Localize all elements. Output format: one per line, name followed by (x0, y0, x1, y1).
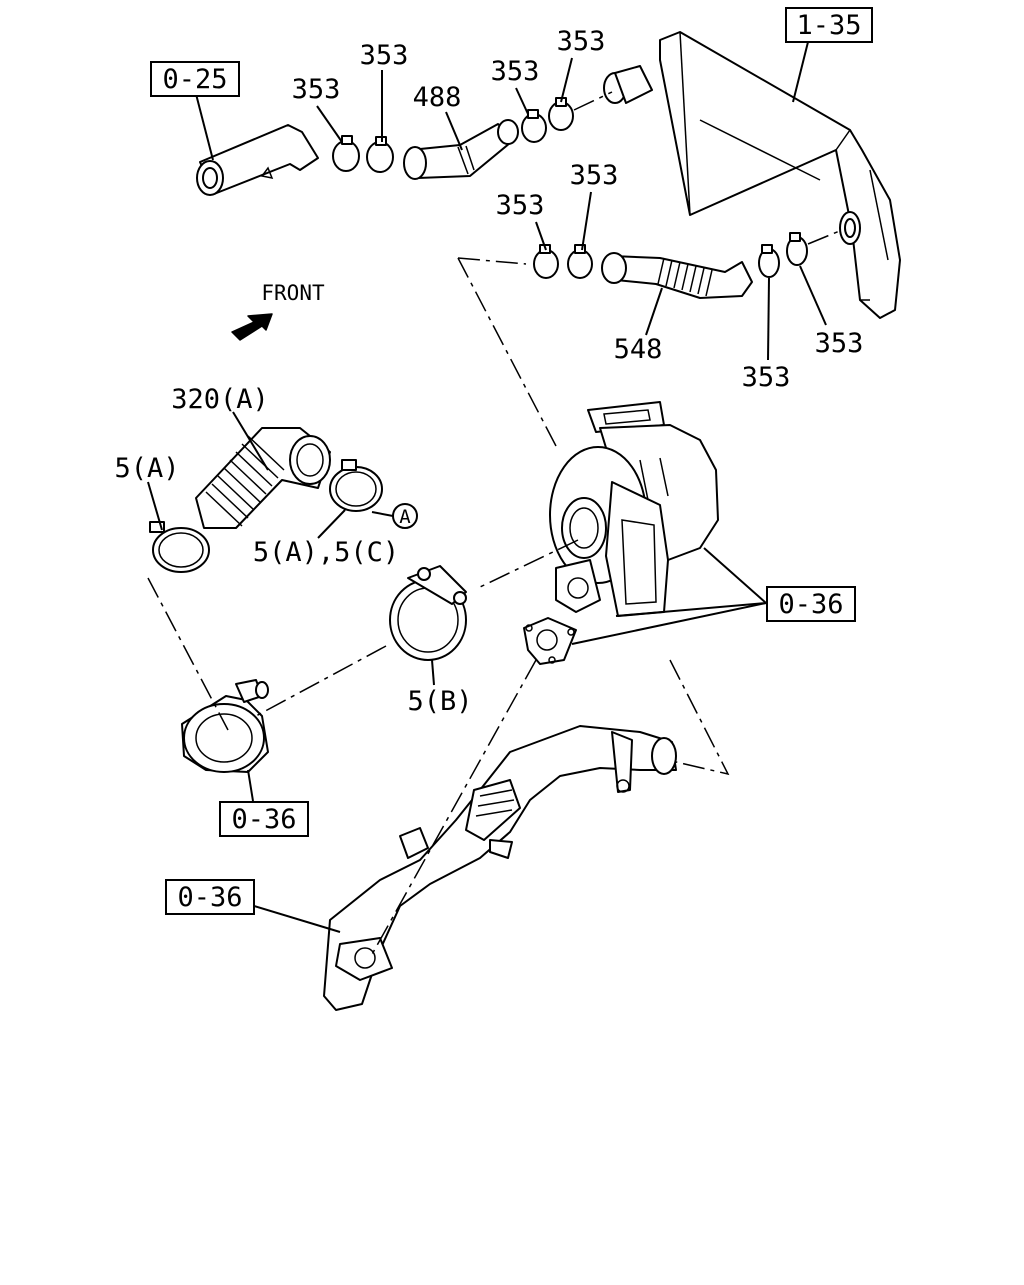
marker-a-label: A (399, 506, 411, 528)
clamp-353-3 (521, 109, 547, 143)
clamp-353-7 (758, 244, 780, 278)
elbow-0-36 (181, 679, 269, 773)
clamp-353-6 (567, 244, 593, 279)
turbocharger (549, 401, 719, 617)
clamp-353-1 (332, 135, 360, 172)
ref-box-1-35[interactable]: 1-35 (785, 7, 873, 43)
leader-lines (147, 41, 827, 933)
callout-353-g: 353 (742, 362, 791, 393)
callout-353-h: 353 (815, 328, 864, 359)
intercooler (603, 31, 901, 319)
callout-353-d: 353 (557, 26, 606, 57)
clamp-353-4 (548, 97, 574, 131)
callout-320a: 320(A) (171, 384, 269, 415)
bellows-320a (195, 427, 331, 529)
front-arrow-icon (231, 313, 273, 341)
callout-548: 548 (614, 334, 663, 365)
callout-5b: 5(B) (407, 686, 472, 717)
callout-353-f: 353 (570, 160, 619, 191)
hose-548 (601, 252, 753, 299)
callout-5a: 5(A) (114, 453, 179, 484)
hose-488 (403, 119, 519, 180)
ref-box-0-36-pipe[interactable]: 0-36 (165, 879, 255, 915)
ref-box-0-25[interactable]: 0-25 (150, 61, 240, 97)
ref-0-36-elbow-label: 0-36 (231, 804, 296, 835)
vband-clamp-5b (389, 565, 467, 661)
clamp-5a (149, 521, 210, 573)
ref-0-25-label: 0-25 (162, 64, 227, 95)
ref-box-0-36-turbo[interactable]: 0-36 (766, 586, 856, 622)
callout-353-a: 353 (292, 74, 341, 105)
front-label: FRONT (261, 281, 325, 305)
callout-353-c: 353 (491, 56, 540, 87)
clamp-353-8 (786, 232, 808, 266)
clamp-353-2 (366, 136, 394, 173)
callout-488: 488 (413, 82, 462, 113)
ref-0-36-pipe-label: 0-36 (177, 882, 242, 913)
pipe-0-25 (196, 124, 319, 196)
gasket (523, 617, 577, 665)
clamp-5a-5c (329, 459, 383, 512)
ref-0-36-turbo-label: 0-36 (778, 589, 843, 620)
circle-a-marker-icon: A (392, 503, 418, 529)
ref-1-35-label: 1-35 (796, 10, 861, 41)
callout-353-b: 353 (360, 40, 409, 71)
callout-5a-5c: 5(A),5(C) (253, 537, 399, 568)
callout-353-e: 353 (496, 190, 545, 221)
pipe-0-36-lower (323, 725, 677, 1011)
ref-box-0-36-elbow[interactable]: 0-36 (219, 801, 309, 837)
